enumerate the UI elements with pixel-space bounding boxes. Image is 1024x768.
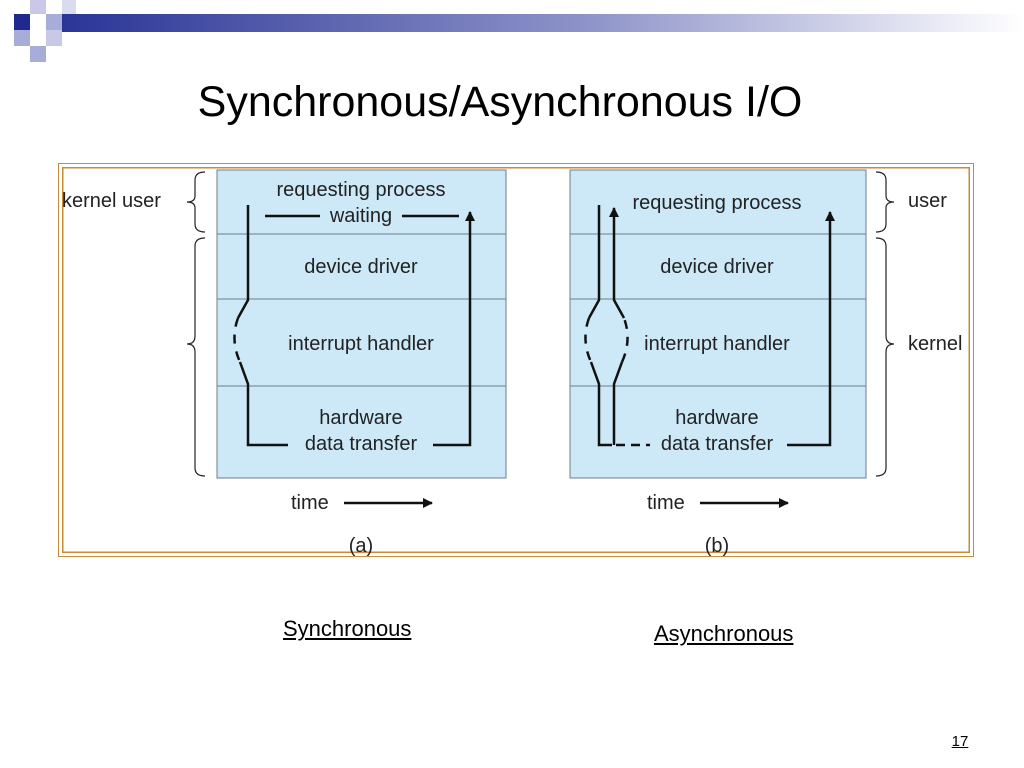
- synchronous-link[interactable]: Synchronous: [283, 616, 412, 641]
- panel-a-row-label: interrupt handler: [288, 333, 434, 355]
- header-decoration: [0, 0, 1024, 62]
- panel-b-kernel-label: kernel: [908, 333, 962, 355]
- panel-a-caption: (a): [349, 535, 373, 557]
- panel-a: requesting process waiting device driver…: [62, 169, 507, 557]
- panel-b: requesting process device driver interru…: [569, 169, 962, 557]
- figure-frame: [58, 163, 974, 557]
- flow-line-b-outer-bottom: [589, 361, 612, 447]
- brace-kernel-right: [875, 237, 895, 477]
- page-number: 17: [951, 733, 969, 750]
- panel-a-time-label: time: [291, 492, 329, 514]
- panel-a-box: [216, 169, 507, 479]
- panel-b-row-label: interrupt handler: [644, 333, 790, 355]
- panel-a-waiting-label: waiting: [329, 205, 392, 227]
- panel-a-data-transfer-label: data transfer: [305, 433, 418, 455]
- deco-square: [30, 46, 46, 62]
- panel-b-box: [569, 169, 867, 479]
- deco-square: [14, 30, 30, 46]
- flow-line-b-outer-down: [587, 205, 601, 319]
- panel-b-caption: (b): [705, 535, 729, 557]
- flow-line-bottom: [238, 361, 288, 447]
- deco-square: [0, 0, 14, 14]
- flow-line-b-inner-top: [609, 207, 626, 319]
- brace-user: [186, 171, 206, 233]
- brace-user-right: [875, 171, 895, 233]
- flow-line-b-inner-dashed: [620, 317, 629, 363]
- panel-a-side-label: kernel user: [62, 190, 161, 212]
- deco-square: [46, 14, 62, 30]
- brace-kernel: [186, 237, 206, 477]
- deco-square: [62, 0, 76, 14]
- panel-a-row-label: requesting process: [277, 179, 446, 201]
- flow-line-dashed: [233, 317, 242, 363]
- panel-b-row-label: hardware: [675, 407, 758, 429]
- panel-b-row-label: requesting process: [633, 192, 802, 214]
- panel-a-row-label: device driver: [304, 256, 418, 278]
- flow-line-down: [236, 205, 250, 319]
- deco-square: [46, 30, 62, 46]
- asynchronous-link[interactable]: Asynchronous: [654, 621, 794, 646]
- panel-a-row-label: hardware: [319, 407, 402, 429]
- flow-line-b-return: [787, 211, 835, 447]
- panel-b-time-label: time: [647, 492, 685, 514]
- header-gradient-bar: [62, 14, 1024, 32]
- flow-line-b-outer-dashed: [584, 317, 593, 363]
- panel-b-row-label: device driver: [660, 256, 774, 278]
- deco-square: [14, 14, 30, 30]
- panel-b-user-label: user: [908, 190, 947, 212]
- flow-line-return: [433, 211, 475, 447]
- panel-b-data-transfer-label: data transfer: [661, 433, 774, 455]
- flow-line-b-inner-up: [612, 361, 624, 445]
- deco-square: [30, 0, 46, 14]
- slide-title: Synchronous/Asynchronous I/O: [197, 78, 803, 126]
